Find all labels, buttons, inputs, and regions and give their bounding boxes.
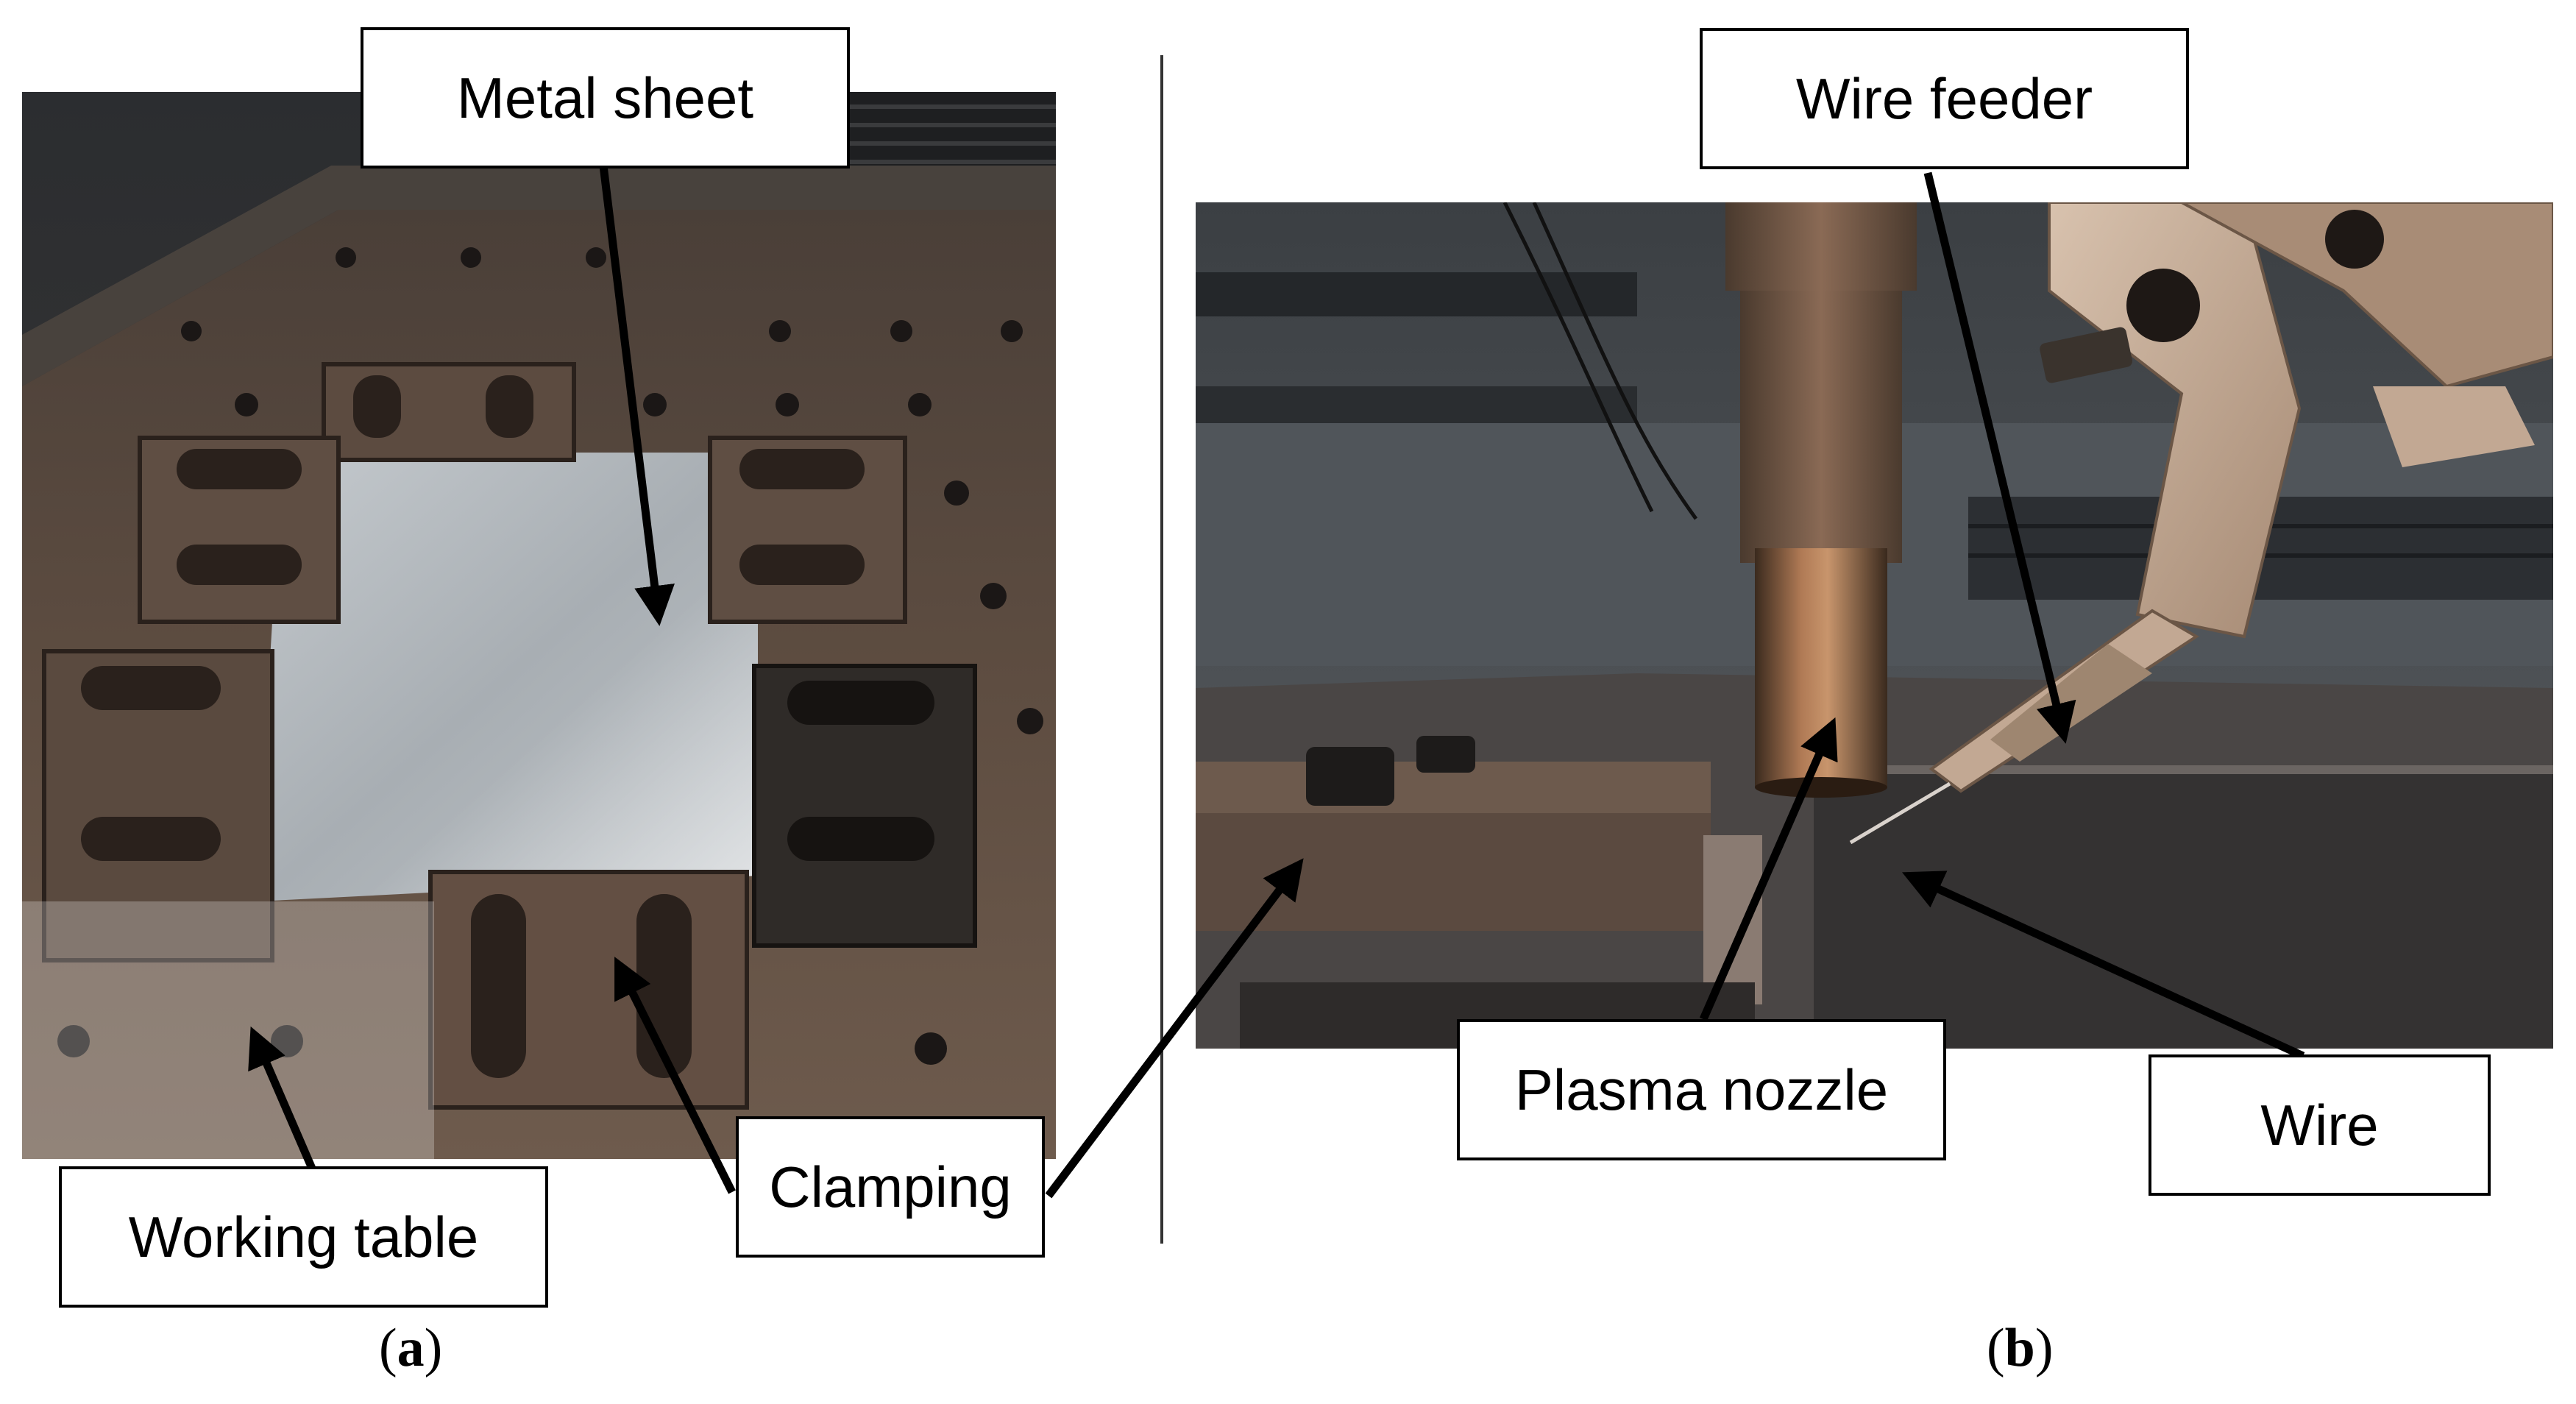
- plasma-torch-photo: [1196, 202, 2553, 1049]
- label-working-table-text: Working table: [128, 1204, 479, 1269]
- clamp-block: [1196, 736, 1762, 1049]
- label-plasma-nozzle: Plasma nozzle: [1457, 1019, 1946, 1160]
- vent-slats: [831, 92, 1056, 173]
- caption-b: (b): [1987, 1317, 2053, 1380]
- caption-b-close: ): [2034, 1318, 2054, 1378]
- photo-panel-b: [1196, 202, 2553, 1049]
- caption-a-letter: a: [397, 1318, 425, 1378]
- torch-body: [1725, 202, 1917, 291]
- caption-b-open: (: [1987, 1318, 2005, 1378]
- label-clamping: Clamping: [736, 1116, 1045, 1258]
- label-metal-sheet: Metal sheet: [361, 27, 850, 169]
- plasma-nozzle: [1755, 548, 1887, 787]
- wire: [1849, 781, 1951, 845]
- label-working-table: Working table: [59, 1166, 548, 1308]
- caption-a-close: ): [424, 1318, 443, 1378]
- label-metal-sheet-text: Metal sheet: [456, 65, 754, 130]
- label-plasma-nozzle-text: Plasma nozzle: [1514, 1057, 1889, 1122]
- caption-a: (a): [379, 1317, 442, 1380]
- caption-b-letter: b: [2004, 1318, 2035, 1378]
- panel-divider: [1160, 55, 1163, 1244]
- label-wire: Wire: [2149, 1054, 2491, 1196]
- clamp-plates: [42, 362, 977, 1110]
- label-wire-text: Wire: [2260, 1092, 2379, 1157]
- working-table-photo: [22, 92, 1056, 1159]
- label-wire-feeder-text: Wire feeder: [1795, 65, 2093, 131]
- label-wire-feeder: Wire feeder: [1700, 28, 2189, 169]
- photo-panel-a: [22, 92, 1056, 1159]
- label-clamping-text: Clamping: [769, 1154, 1012, 1219]
- caption-a-open: (: [379, 1318, 397, 1378]
